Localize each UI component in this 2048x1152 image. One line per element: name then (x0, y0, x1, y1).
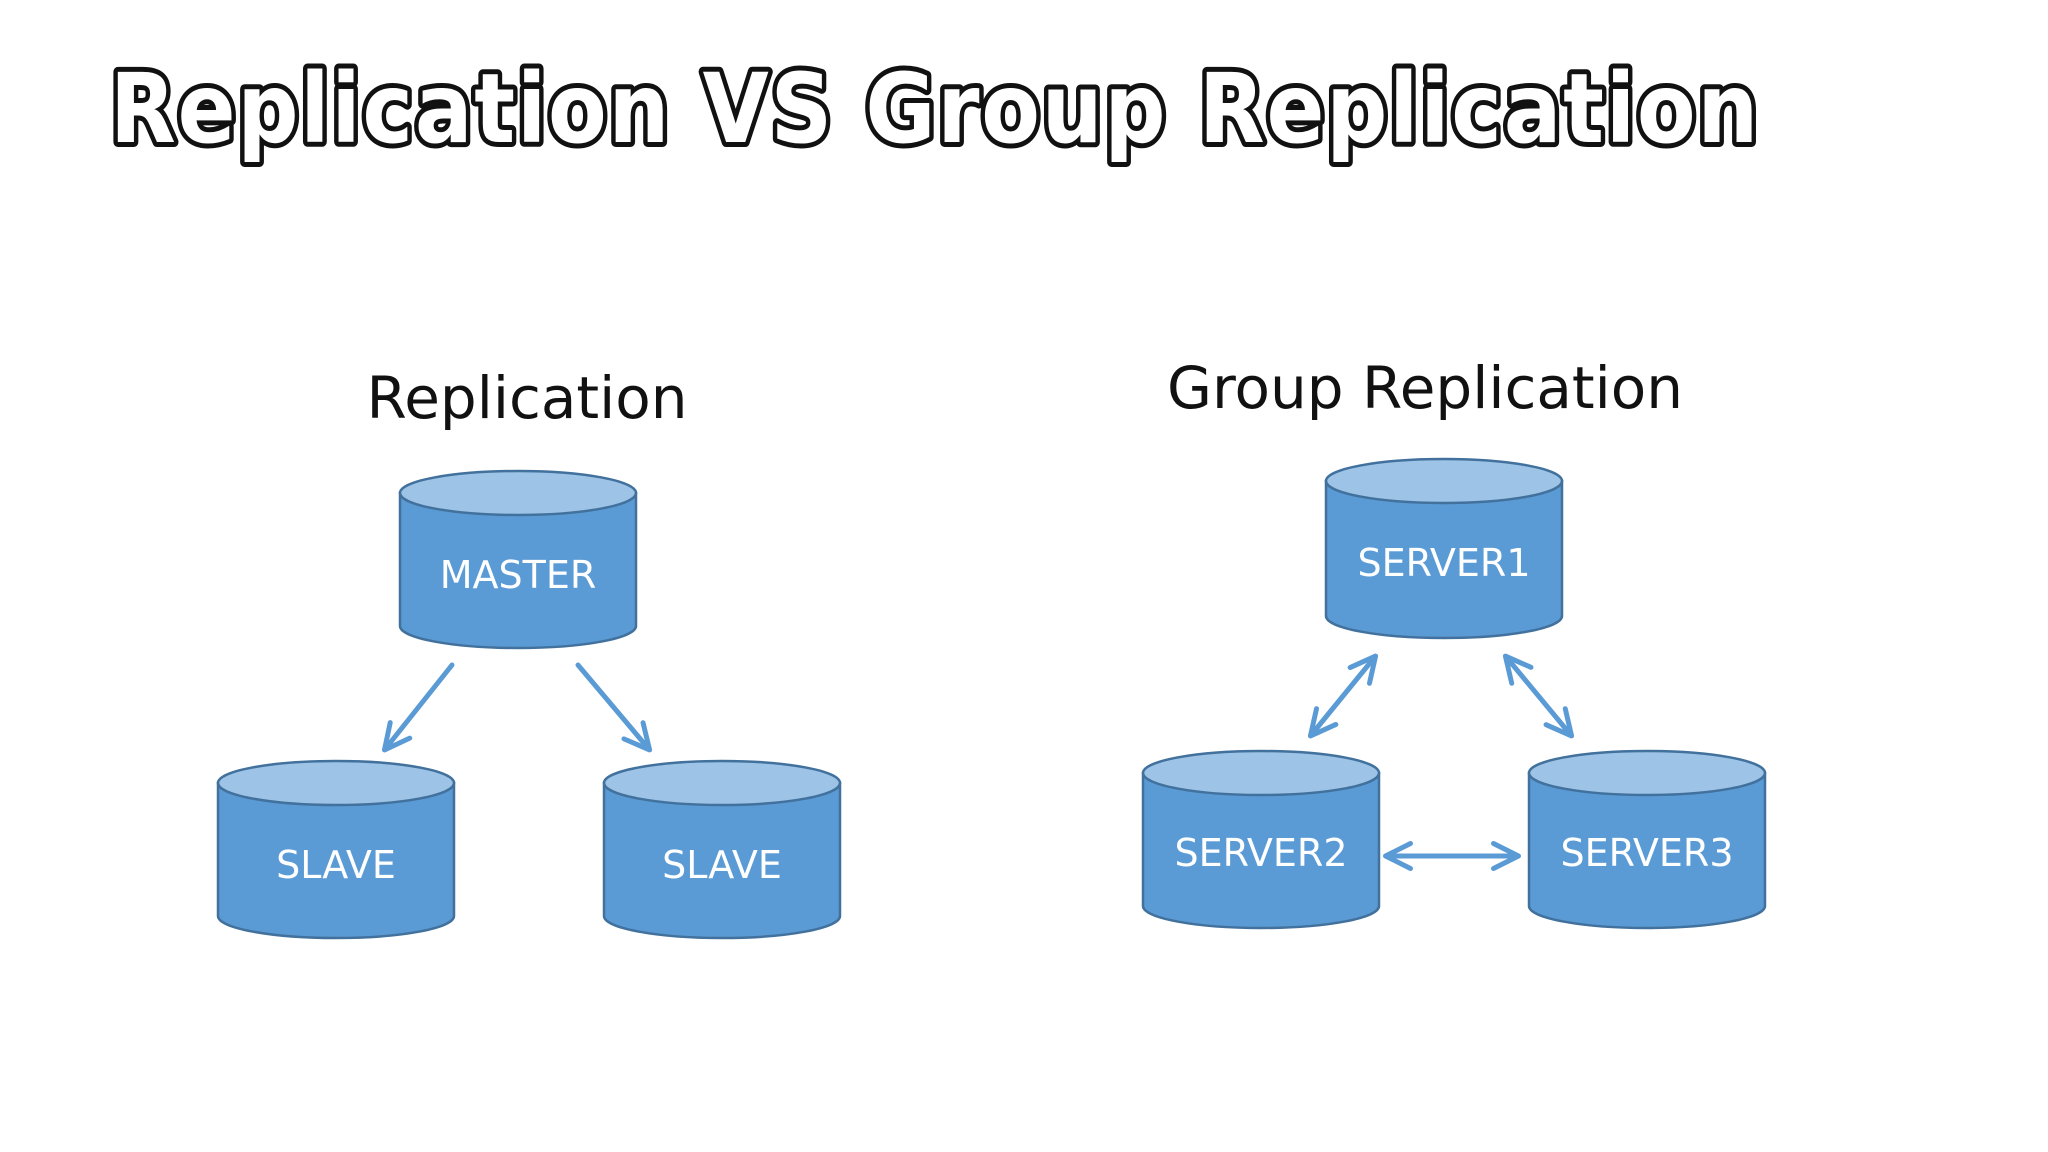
slave-left-database-icon: SLAVE (216, 759, 456, 940)
server3-node-label: SERVER3 (1560, 831, 1733, 875)
slave-left-node-label: SLAVE (276, 843, 396, 887)
slave-right-node-label: SLAVE (662, 843, 782, 887)
group-replication-section-title: Group Replication (1167, 354, 1683, 422)
server3-database-icon: SERVER3 (1527, 749, 1767, 930)
server1-server2-bidirectional-arrow (1307, 653, 1379, 739)
master-database-icon: MASTER (398, 469, 638, 650)
server1-server3-bidirectional-arrow (1502, 653, 1575, 739)
server2-node-label: SERVER2 (1174, 831, 1347, 875)
page-title: Replication VS Group Replication (110, 53, 1760, 165)
server1-database-icon: SERVER1 (1324, 457, 1564, 640)
server2-database-icon: SERVER2 (1141, 749, 1381, 930)
server1-node-label: SERVER1 (1357, 541, 1530, 585)
replication-section-title: Replication (367, 364, 688, 432)
master-to-slave-right-arrow (575, 662, 653, 753)
slave-right-database-icon: SLAVE (602, 759, 842, 940)
master-node-label: MASTER (440, 553, 597, 597)
master-to-slave-left-arrow (381, 662, 455, 753)
